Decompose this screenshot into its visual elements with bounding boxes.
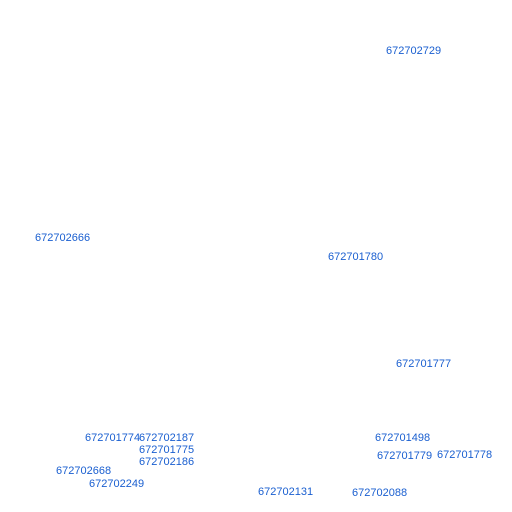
map-feature-label[interactable]: 672702666 bbox=[35, 232, 91, 244]
map-feature-label[interactable]: 672702131 bbox=[258, 486, 314, 498]
map-feature-label[interactable]: 672702249 bbox=[89, 478, 145, 490]
map-feature-label[interactable]: 672701780 bbox=[328, 251, 384, 263]
map-feature-label[interactable]: 672702088 bbox=[352, 487, 408, 499]
map-feature-label[interactable]: 672701778 bbox=[437, 449, 493, 461]
map-feature-label[interactable]: 672701779 bbox=[377, 450, 433, 462]
map-feature-label[interactable]: 672701777 bbox=[396, 358, 452, 370]
map-feature-label[interactable]: 672701775 bbox=[139, 444, 195, 456]
map-feature-label[interactable]: 672701498 bbox=[375, 432, 431, 444]
map-feature-label[interactable]: 672702187 bbox=[139, 432, 195, 444]
map-feature-label[interactable]: 672702729 bbox=[386, 45, 442, 57]
map-feature-label[interactable]: 672702668 bbox=[56, 465, 112, 477]
map-feature-label[interactable]: 672702186 bbox=[139, 456, 195, 468]
map-feature-label[interactable]: 672701774 bbox=[85, 432, 141, 444]
